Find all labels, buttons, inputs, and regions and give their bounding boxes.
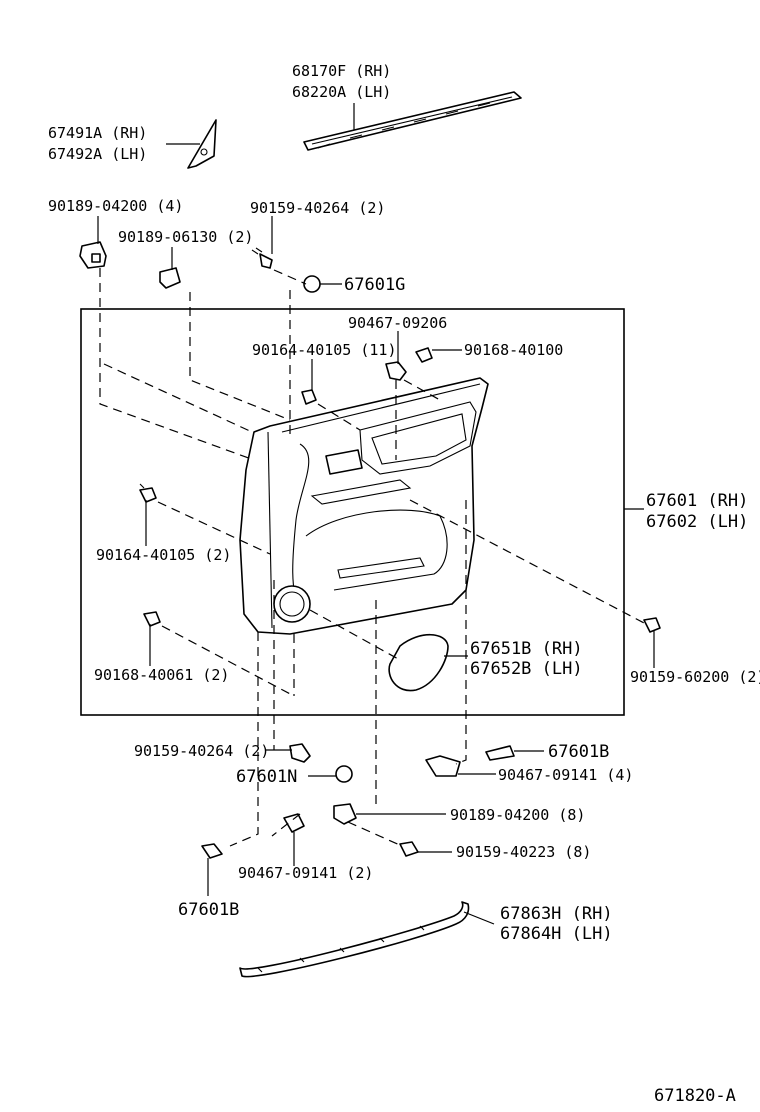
label-weatherstrip-rh: 68170F (RH) bbox=[292, 62, 391, 80]
upper-weatherstrip-part bbox=[303, 91, 522, 151]
label-screw-left-mid: 90164-40105 (2) bbox=[96, 546, 231, 564]
nut-top-right-part bbox=[385, 361, 407, 381]
label-clip-top-left: 90189-04200 (4) bbox=[48, 197, 183, 215]
corner-cover-part bbox=[187, 119, 217, 169]
label-screw-bottom-left: 90159-40264 (2) bbox=[134, 742, 269, 760]
clip-top-mid-part bbox=[159, 267, 181, 289]
label-cap-b-left: 67601B bbox=[178, 900, 239, 920]
diagram-code: 671820-A bbox=[654, 1086, 736, 1106]
cap-b-right-part bbox=[485, 745, 515, 761]
screw-top-right-part bbox=[415, 347, 433, 363]
label-cap-b-right: 67601B bbox=[548, 742, 609, 762]
label-cap-g: 67601G bbox=[344, 275, 405, 295]
label-screw-top-center: 90159-40264 (2) bbox=[250, 199, 385, 217]
screw-inner-part bbox=[301, 389, 317, 405]
label-screw-left-low: 90168-40061 (2) bbox=[94, 666, 229, 684]
label-screw-inner: 90164-40105 (11) bbox=[252, 341, 397, 359]
label-moulding-rh: 67863H (RH) bbox=[500, 904, 613, 924]
label-cover-lh: 67492A (LH) bbox=[48, 145, 147, 163]
cap-g-part bbox=[303, 275, 321, 293]
label-pad-rh: 67651B (RH) bbox=[470, 639, 583, 659]
cap-n-part bbox=[335, 765, 353, 783]
label-panel-lh: 67602 (LH) bbox=[646, 512, 748, 532]
label-screw-top-right: 90168-40100 bbox=[464, 341, 563, 359]
nut-bottom-left-part bbox=[283, 813, 305, 833]
label-weatherstrip-lh: 68220A (LH) bbox=[292, 83, 391, 101]
lower-moulding-part bbox=[239, 901, 470, 978]
label-cover-rh: 67491A (RH) bbox=[48, 124, 147, 142]
nut-bottom-right-part bbox=[425, 755, 461, 777]
label-clip-top-mid: 90189-06130 (2) bbox=[118, 228, 253, 246]
label-cap-n: 67601N bbox=[236, 767, 297, 787]
screw-left-mid-part bbox=[139, 483, 157, 503]
label-screw-bottom: 90159-40223 (8) bbox=[456, 843, 591, 861]
label-nut-bottom-right: 90467-09141 (4) bbox=[498, 766, 633, 784]
screw-bottom-left-part bbox=[289, 743, 311, 763]
label-nut-bottom-left: 90467-09141 (2) bbox=[238, 864, 373, 882]
clip-bottom-part bbox=[333, 803, 357, 825]
label-clip-bottom: 90189-04200 (8) bbox=[450, 806, 585, 824]
assembly-frame bbox=[80, 308, 625, 716]
label-screw-right-lower: 90159-60200 (2) bbox=[630, 668, 760, 686]
label-pad-lh: 67652B (LH) bbox=[470, 659, 583, 679]
door-trim-panel-part bbox=[239, 377, 489, 635]
label-nut-top-right: 90467-09206 bbox=[348, 314, 447, 332]
part-labels: 68170F (RH) 68220A (LH) 67491A (RH) 6749… bbox=[48, 62, 760, 1106]
label-moulding-lh: 67864H (LH) bbox=[500, 924, 613, 944]
screw-left-low-part bbox=[143, 611, 161, 627]
clip-top-left-part bbox=[79, 241, 107, 269]
cap-b-left-part bbox=[201, 843, 223, 859]
screw-bottom-part bbox=[399, 841, 419, 857]
leader-lines bbox=[97, 103, 655, 925]
screw-top-center-part bbox=[251, 247, 273, 269]
screw-right-lower-part bbox=[643, 617, 661, 633]
assembly-dashed-lines bbox=[99, 268, 647, 847]
speaker-pad-part bbox=[388, 634, 449, 692]
label-panel-rh: 67601 (RH) bbox=[646, 491, 748, 511]
